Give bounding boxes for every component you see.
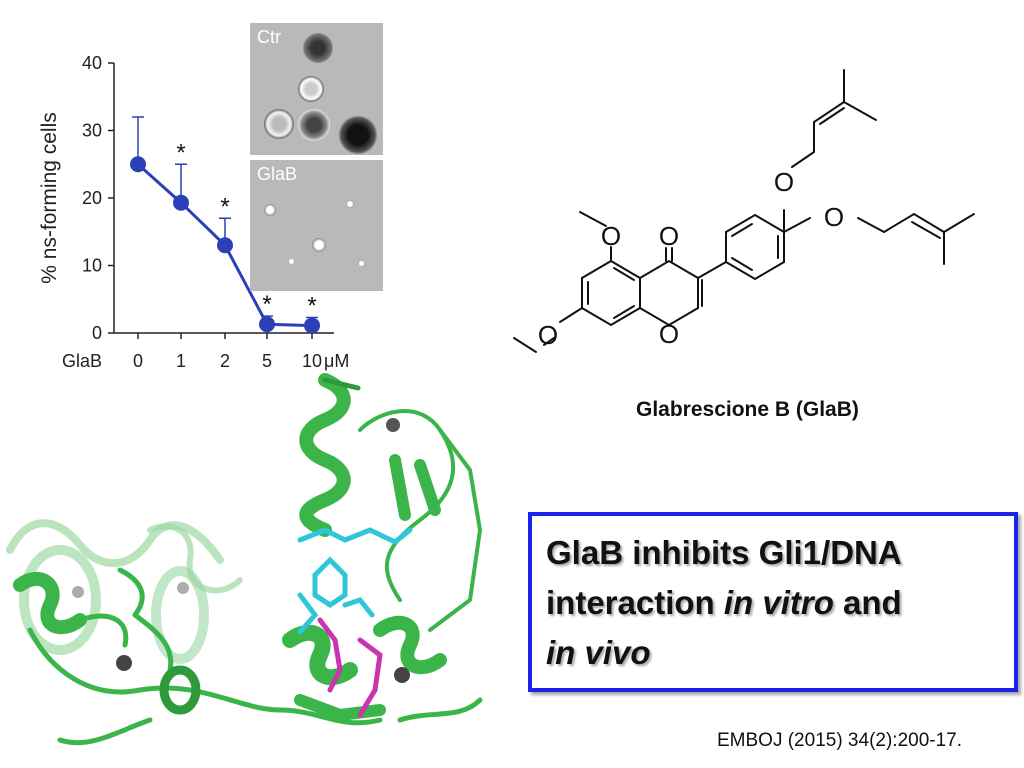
- neurosphere-small: [264, 204, 276, 216]
- data-point: [173, 194, 189, 211]
- neurosphere-medium: [264, 109, 294, 139]
- significance-star: *: [176, 139, 185, 166]
- micrograph-label-glab: GlaB: [257, 164, 298, 184]
- data-point: [259, 316, 275, 333]
- x-axis-unit: μM: [324, 351, 349, 371]
- neurosphere-small: [312, 238, 326, 252]
- y-axis-label: % ns-forming cells: [38, 112, 61, 284]
- micrograph-control: Ctr: [250, 23, 383, 155]
- zinc-ion: [394, 667, 410, 683]
- atom-label: O: [659, 221, 679, 251]
- caption-text: GlaB inhibits Gli1/DNA interaction in vi…: [546, 528, 902, 678]
- caption-and: and: [833, 584, 902, 621]
- atom-label: O: [824, 202, 844, 232]
- caption-line-1: GlaB inhibits Gli1/DNA: [546, 534, 902, 571]
- y-tick-label: 30: [82, 121, 102, 141]
- data-point: [130, 156, 146, 173]
- x-tick-label: 2: [220, 351, 230, 371]
- zinc-ion: [177, 582, 189, 594]
- neurosphere-small: [288, 258, 295, 265]
- caption-in-vitro: in vitro: [723, 584, 834, 621]
- caption-in-vivo: in vivo: [546, 634, 651, 671]
- y-tick-label: 40: [82, 53, 102, 73]
- significance-star: *: [220, 193, 229, 220]
- micrograph-glab: GlaB: [250, 160, 383, 291]
- y-tick-label: 10: [82, 256, 102, 276]
- zinc-ion: [116, 655, 132, 671]
- neurosphere-medium: [298, 76, 324, 102]
- structure-bonds: [513, 69, 975, 353]
- protein-dna-ligand-model: [6, 373, 483, 746]
- ligand-sticks: [297, 527, 413, 718]
- zinc-ion: [72, 586, 84, 598]
- neurosphere-large: [303, 33, 333, 63]
- caption-interaction: interaction: [546, 584, 724, 621]
- zinc-ion: [386, 418, 400, 432]
- y-tick-labels: 0 10 20 30 40: [82, 53, 102, 343]
- zinc-ions: [72, 418, 410, 683]
- structure-atom-labels: O O O O O O: [538, 167, 844, 350]
- protein-ribbon: [6, 373, 483, 746]
- data-point: [304, 317, 320, 334]
- neurosphere-line-chart: % ns-forming cells GlaB μM * * * * 0 1 2 5 10 0…: [38, 53, 349, 371]
- significance-star: *: [262, 291, 271, 318]
- neurosphere-large: [338, 115, 378, 155]
- x-tick-label: 5: [262, 351, 272, 371]
- neurosphere-small: [346, 200, 354, 208]
- citation: EMBOJ (2015) 34(2):200-17.: [717, 730, 963, 751]
- x-axis: [114, 332, 334, 339]
- x-axis-prefix: GlaB: [62, 351, 102, 371]
- x-tick-labels: 0 1 2 5 10: [133, 351, 322, 371]
- data-point: [217, 237, 233, 254]
- atom-label: O: [601, 221, 621, 251]
- x-tick-label: 0: [133, 351, 143, 371]
- glabrescione-b-structure: O O O O O O: [513, 69, 975, 353]
- x-tick-label: 1: [176, 351, 186, 371]
- y-axis: [108, 62, 115, 334]
- micrograph-label-control: Ctr: [257, 27, 281, 47]
- atom-label: O: [659, 319, 679, 349]
- x-tick-label: 10: [302, 351, 322, 371]
- compound-name: Glabrescione B (GlaB): [636, 398, 859, 421]
- atom-label: O: [538, 320, 558, 350]
- atom-label: O: [774, 167, 794, 197]
- significance-star: *: [307, 292, 316, 319]
- data-points: [130, 156, 320, 334]
- neurosphere-medium: [298, 109, 330, 141]
- y-tick-label: 20: [82, 188, 102, 208]
- y-tick-label: 0: [92, 323, 102, 343]
- caption-box: GlaB inhibits Gli1/DNA interaction in vi…: [528, 512, 1018, 692]
- neurosphere-small: [358, 260, 365, 267]
- significance-marks: * * * *: [176, 139, 316, 319]
